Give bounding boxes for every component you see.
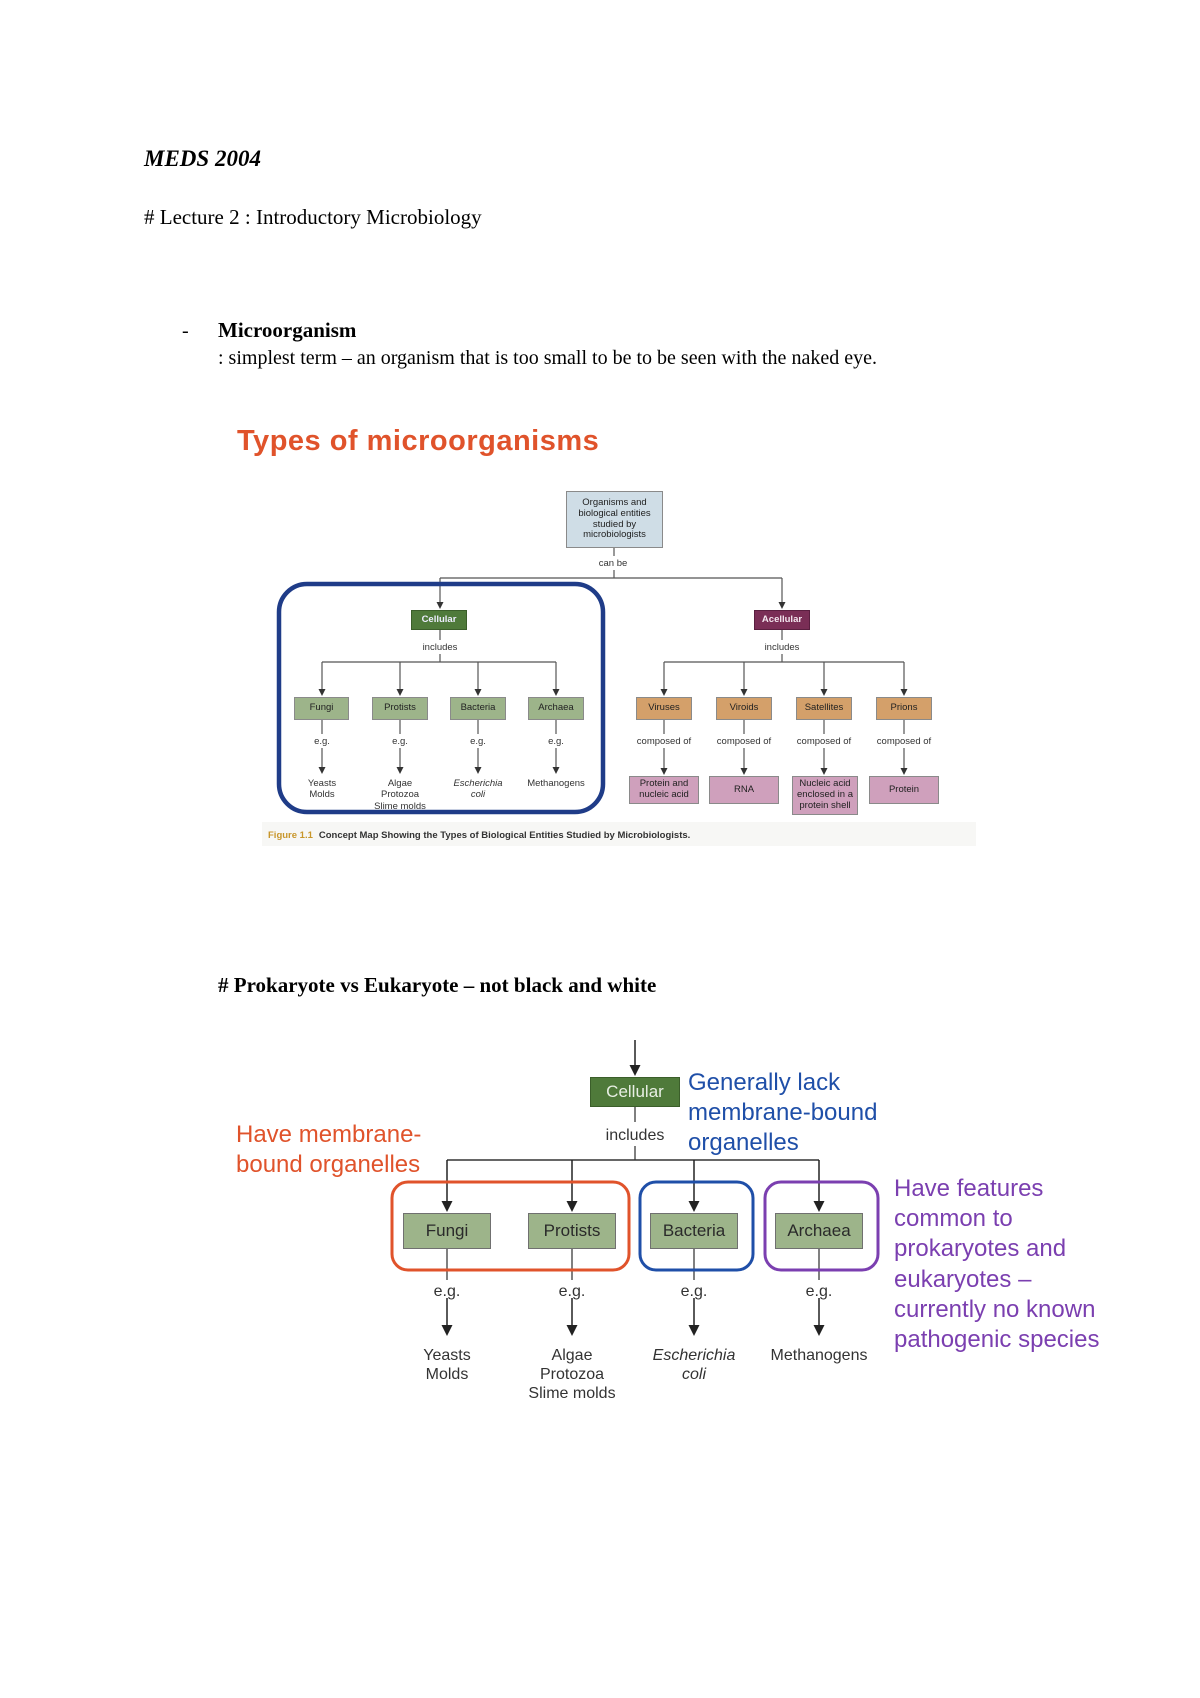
viroids-composition: RNA [709,776,779,804]
acellular-link-label: includes [764,642,800,653]
fig2-child-0-arrowhead-icon [441,1201,453,1212]
fig2-child-2-arrowhead-icon [688,1201,700,1212]
viroids-node: Viroids [716,697,772,720]
fig2-cellular-node: Cellular [590,1077,680,1107]
figure1-caption: Figure 1.1 Concept Map Showing the Types … [268,830,690,841]
fig2-example-0-arrowhead-icon [441,1325,453,1336]
viruses-composition: Protein and nucleic acid [629,776,699,804]
to-acellular-arrowhead-icon [778,602,786,609]
fig2-bacteria-node: Bacteria [650,1213,738,1249]
archaea-group-box [763,1180,880,1272]
fig2-bacteria-examples: Escherichia coli [652,1347,736,1384]
prions-composition: Protein [869,776,939,804]
acellular-child-3-arrowhead-icon [900,689,908,696]
fig2-fungi-node: Fungi [403,1213,491,1249]
lecture-title: # Lecture 2 : Introductory Microbiology [144,205,482,229]
fungi-eg-label: e.g. [314,736,330,747]
archaea-note: Have features common to prokaryotes and … [894,1175,1100,1354]
fig2-child-1-arrowhead-icon [566,1201,578,1212]
acellular-composition-2-arrowhead-icon [820,768,828,775]
fungi-examples: Yeasts Molds [307,778,337,801]
fungi-node: Fungi [294,697,349,720]
cellular-child-3-arrowhead-icon [552,689,560,696]
cellular-link-label: includes [422,642,458,653]
fig2-includes-label: includes [605,1127,665,1144]
archaea-examples: Methanogens [527,778,585,789]
root-node: Organisms and biological entities studie… [566,491,663,548]
fig2-protists-examples: Algae Protozoa Slime molds [528,1347,616,1403]
bacteria-examples: Escherichia coli [453,778,503,801]
fig2-protists-node: Protists [528,1213,616,1249]
cellular-example-0-arrowhead-icon [318,767,326,774]
course-code: MEDS 2004 [144,146,261,171]
archaea-eg-label: e.g. [548,736,564,747]
cellular-child-0-arrowhead-icon [318,689,326,696]
bullet-marker: - [182,320,189,342]
fig2-example-3-arrowhead-icon [813,1325,825,1336]
figure1-title: Types of microorganisms [237,425,600,457]
viruses-composed-label: composed of [636,736,692,747]
protists-node: Protists [372,697,428,720]
cellular-child-2-arrowhead-icon [474,689,482,696]
satellites-composition: Nucleic acid enclosed in a protein shell [792,776,858,815]
acellular-child-2-arrowhead-icon [820,689,828,696]
acellular-child-1-arrowhead-icon [740,689,748,696]
to-cellular-arrowhead-icon [436,602,444,609]
acellular-composition-0-arrowhead-icon [660,768,668,775]
prions-node: Prions [876,697,932,720]
protists-examples: Algae Protozoa Slime molds [374,778,426,812]
fig2-to-cellular-arrowhead-icon [629,1065,641,1076]
fig2-example-1-arrowhead-icon [566,1325,578,1336]
bacteria-group-box [638,1180,755,1272]
cellular-child-1-arrowhead-icon [396,689,404,696]
cellular-node: Cellular [411,610,467,630]
protists-eg-label: e.g. [392,736,408,747]
archaea-node: Archaea [528,697,584,720]
cellular-example-1-arrowhead-icon [396,767,404,774]
acellular-child-0-arrowhead-icon [660,689,668,696]
fig2-child-3-arrowhead-icon [813,1201,825,1212]
bacteria-eg-label: e.g. [470,736,486,747]
fig2-example-2-arrowhead-icon [688,1325,700,1336]
fig2-protists-eg: e.g. [558,1283,586,1300]
viruses-node: Viruses [636,697,692,720]
fig2-archaea-node: Archaea [775,1213,863,1249]
term-definition: : simplest term – an organism that is to… [218,347,877,369]
fig2-archaea-eg: e.g. [805,1283,833,1300]
acellular-node: Acellular [754,610,810,630]
prions-composed-label: composed of [876,736,932,747]
section2-heading: # Prokaryote vs Eukaryote – not black an… [218,973,657,997]
eukaryote-group-box [390,1180,631,1272]
term-heading: Microorganism [218,318,357,342]
acellular-composition-3-arrowhead-icon [900,768,908,775]
fig2-fungi-examples: Yeasts Molds [423,1347,471,1384]
cellular-example-3-arrowhead-icon [552,767,560,774]
cellular-highlight-box [276,581,606,815]
bacteria-note: Generally lack membrane-bound organelles [688,1069,878,1157]
figure1-caption-bar [262,822,976,846]
caption-text: Concept Map Showing the Types of Biologi… [318,830,691,841]
bacteria-node: Bacteria [450,697,506,720]
eukaryote-note: Have membrane- bound organelles [236,1121,422,1179]
figure-number: Figure 1.1 [268,830,313,841]
root-link-label: can be [598,558,628,569]
fig2-bacteria-eg: e.g. [680,1283,708,1300]
cellular-example-2-arrowhead-icon [474,767,482,774]
fig2-archaea-examples: Methanogens [770,1347,868,1364]
satellites-composed-label: composed of [796,736,852,747]
satellites-node: Satellites [796,697,852,720]
fig2-fungi-eg: e.g. [433,1283,461,1300]
viroids-composed-label: composed of [716,736,772,747]
acellular-composition-1-arrowhead-icon [740,768,748,775]
